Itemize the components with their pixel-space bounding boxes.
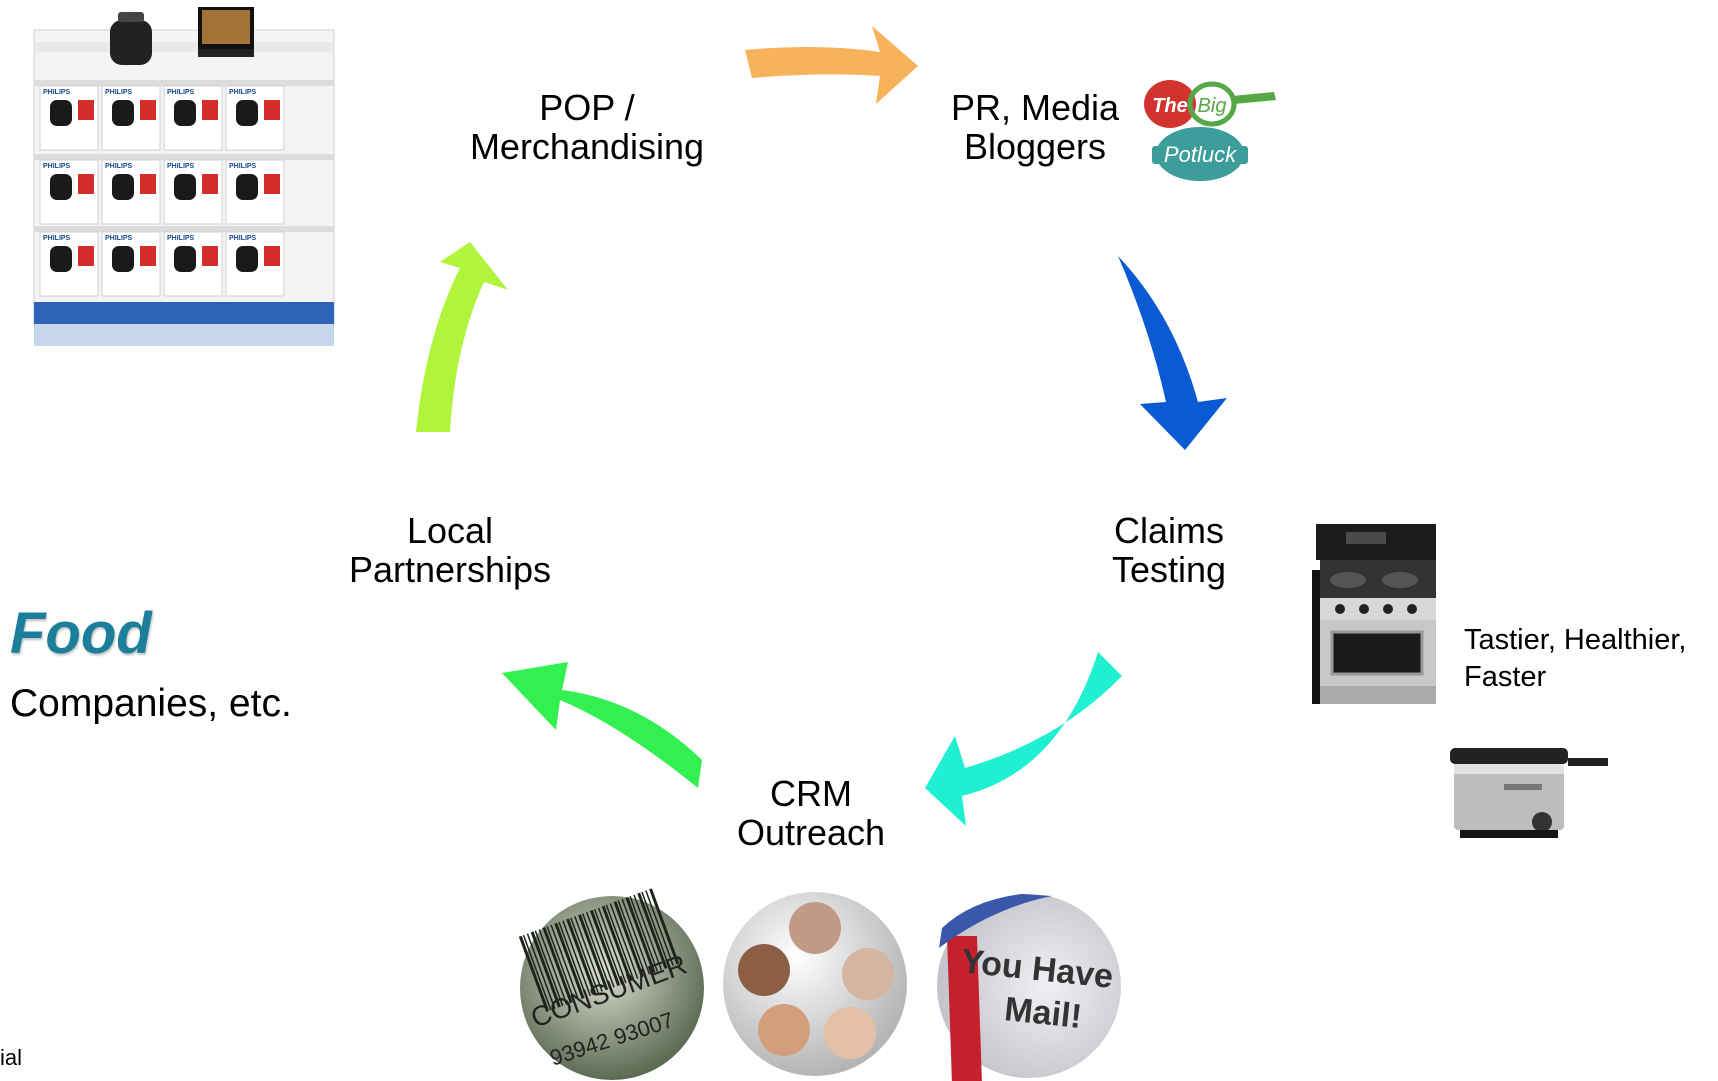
you-have-mail-circle: You Have Mail! [937, 894, 1121, 1081]
arrow-local-to-pop [416, 242, 508, 432]
logo-the-text: The [1152, 95, 1188, 117]
the-big-potluck-logo: The Big Potluck [1144, 80, 1276, 181]
step-local-partnerships: Local Partnerships [348, 510, 552, 590]
product-box: PHILIPS [225, 159, 285, 225]
box-brand-text: PHILIPS [167, 235, 195, 242]
step-claims-testing: Claims Testing [1111, 510, 1227, 590]
barcode-circle: CONSUMER 93942 93007 [518, 888, 704, 1080]
product-box: PHILIPS [101, 231, 161, 297]
retail-display-image: PHILIPS PHILIPS PHILIPS PHILIPS PHILIPS PHILI… [26, 2, 336, 372]
step-crm-outreach: CRM Outreach [736, 773, 886, 853]
box-brand-text: PHILIPS [43, 235, 71, 242]
outreach-images: CONSUMER 93942 93007 You Have Mail! [518, 888, 1121, 1081]
box-brand-text: PHILIPS [105, 89, 133, 96]
step-pop-merchandising: POP / Merchandising [469, 87, 705, 167]
box-brand-text: PHILIPS [167, 89, 195, 96]
product-box: PHILIPS [39, 231, 99, 297]
box-brand-text: PHILIPS [229, 89, 257, 96]
product-box: PHILIPS [101, 159, 161, 225]
box-brand-text: PHILIPS [167, 163, 195, 170]
box-brand-text: PHILIPS [229, 235, 257, 242]
arrow-pop-to-pr [745, 26, 918, 104]
arrow-crm-to-local [502, 662, 702, 788]
footer-text: ial [0, 1045, 23, 1070]
product-box: PHILIPS [163, 159, 223, 225]
product-box: PHILIPS [39, 85, 99, 151]
logo-big-text: Big [1198, 95, 1227, 117]
box-brand-text: PHILIPS [229, 163, 257, 170]
product-box: PHILIPS [225, 85, 285, 151]
step-pr-media-bloggers: PR, Media Bloggers [950, 87, 1120, 167]
logo-potluck-text: Potluck [1164, 142, 1237, 167]
arrow-claims-to-crm [925, 652, 1122, 826]
box-brand-text: PHILIPS [43, 163, 71, 170]
mail-text-line-2: Mail! [1003, 990, 1084, 1036]
call-center-team-circle [723, 892, 907, 1076]
box-brand-text: PHILIPS [105, 163, 133, 170]
deep-fryer-image [1450, 748, 1608, 838]
box-brand-text: PHILIPS [43, 89, 71, 96]
product-box: PHILIPS [39, 159, 99, 225]
companies-text: Companies, etc. [10, 682, 292, 725]
product-box: PHILIPS [225, 231, 285, 297]
benefits-text: Tastier, Healthier, Faster [1464, 624, 1687, 693]
product-box: PHILIPS [163, 231, 223, 297]
product-box: PHILIPS [163, 85, 223, 151]
product-box: PHILIPS [101, 85, 161, 151]
box-brand-text: PHILIPS [105, 235, 133, 242]
gas-range-image [1312, 524, 1436, 704]
food-title: Food [10, 601, 152, 666]
arrow-pr-to-claims [1118, 256, 1227, 450]
